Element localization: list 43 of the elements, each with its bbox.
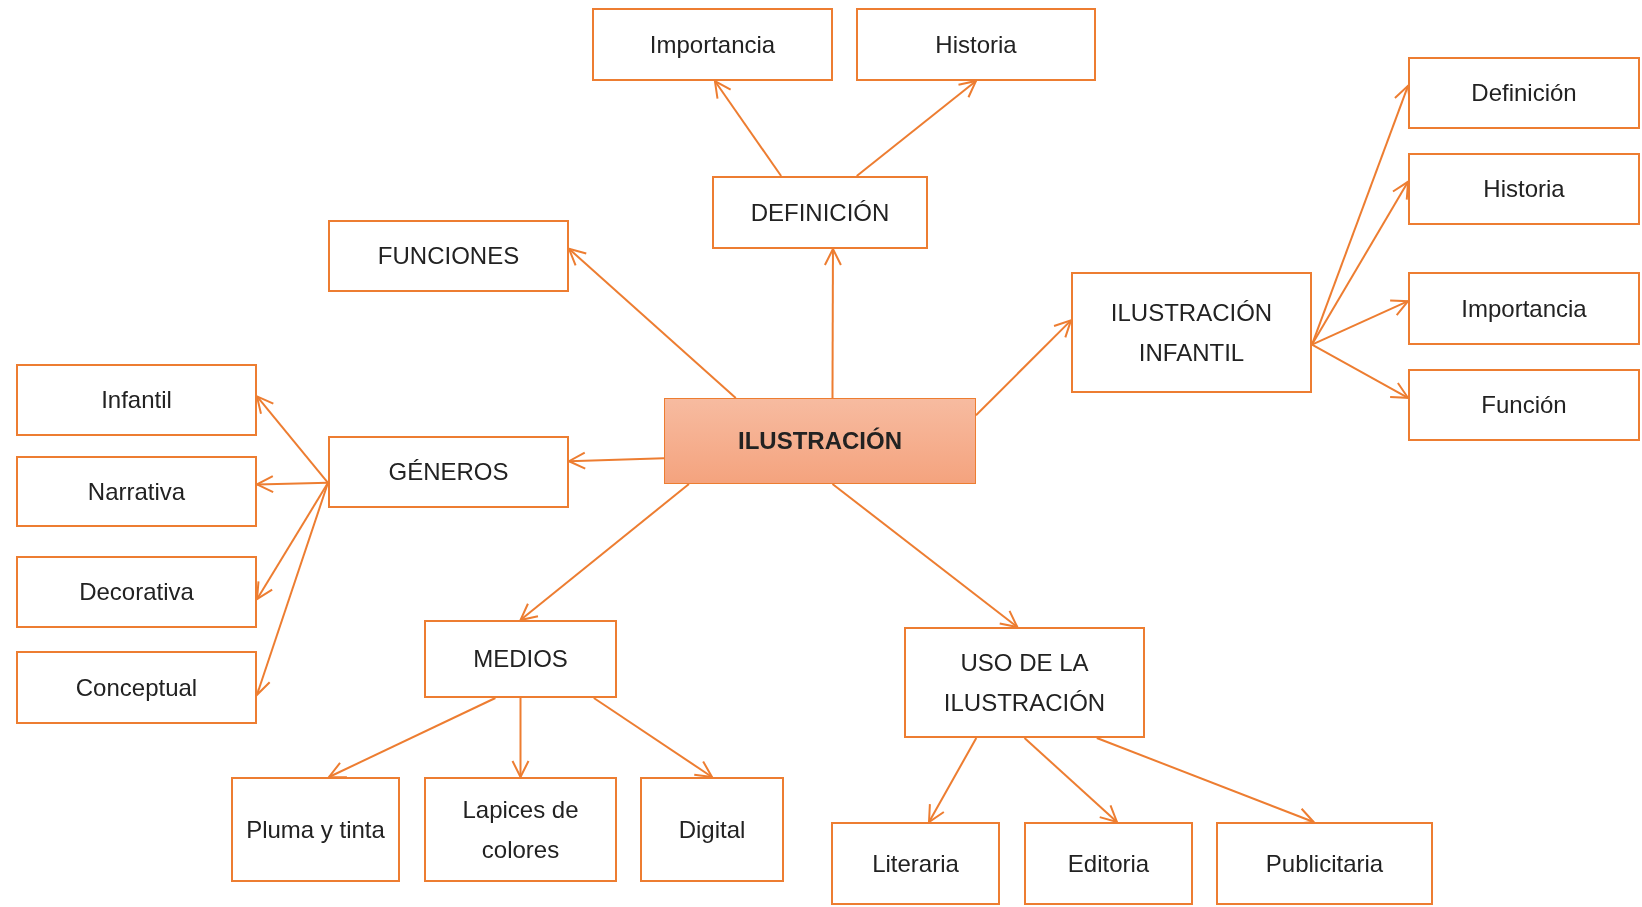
arrow [511, 697, 530, 778]
arrow [568, 451, 665, 470]
arrow [831, 483, 1019, 628]
topic-box: Historia [856, 8, 1096, 81]
arrow [519, 483, 690, 621]
topic-box: MEDIOS [424, 620, 617, 698]
topic-box: Función [1408, 369, 1640, 441]
arrow [592, 697, 713, 778]
topic-box: ILUSTRACIÓN INFANTIL [1071, 272, 1312, 393]
topic-box: Conceptual [16, 651, 257, 724]
topic-box: USO DE LA ILUSTRACIÓN [904, 627, 1145, 738]
topic-box: Digital [640, 777, 784, 882]
arrow [823, 248, 842, 399]
topic-box: Importancia [1408, 272, 1640, 345]
arrow [1311, 343, 1409, 399]
arrow [256, 475, 329, 494]
arrow [975, 319, 1072, 417]
topic-box: Pluma y tinta [231, 777, 400, 882]
arrow [568, 247, 737, 399]
arrow [713, 80, 783, 177]
topic-box: GÉNEROS [328, 436, 569, 508]
arrow [1311, 180, 1409, 346]
arrow [1023, 737, 1118, 823]
topic-box: Importancia [592, 8, 833, 81]
topic-box: Infantil [16, 364, 257, 436]
arrow [1311, 299, 1409, 346]
topic-box: Decorativa [16, 556, 257, 628]
topic-box: Historia [1408, 153, 1640, 225]
arrow [928, 737, 978, 823]
arrow [256, 395, 329, 484]
topic-box: FUNCIONES [328, 220, 569, 292]
arrow [256, 481, 329, 601]
topic-box: Lapices de colores [424, 777, 617, 882]
main-topic-box: ILUSTRACIÓN [664, 398, 976, 484]
topic-box: Publicitaria [1216, 822, 1433, 905]
topic-box: DEFINICIÓN [712, 176, 928, 249]
topic-box: Definición [1408, 57, 1640, 129]
arrow [855, 80, 977, 177]
topic-box: Editoria [1024, 822, 1193, 905]
arrow [1095, 737, 1315, 825]
topic-box: Narrativa [16, 456, 257, 527]
topic-box: Literaria [831, 822, 1000, 905]
arrow [328, 697, 497, 779]
